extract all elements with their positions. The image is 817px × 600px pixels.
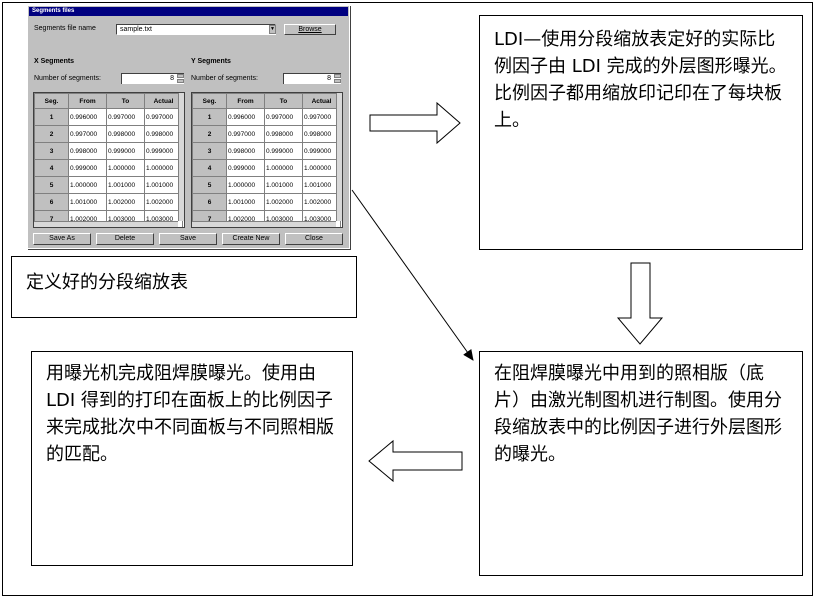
y-segments-stepper[interactable]: 8 [283,73,341,84]
y-segments-count: 8 [327,75,331,82]
x-header-from: From [68,93,107,109]
caption-box: 定义好的分段缩放表 [11,256,357,318]
soldermask-exposure-box: 用曝光机完成阻焊膜曝光。使用由 LDI 得到的打印在面板上的比例因子来完成批次中… [31,351,353,566]
save-button[interactable]: Save [159,233,217,245]
y-header-from: From [226,93,265,109]
caption-text: 定义好的分段缩放表 [26,272,188,293]
left-arrow-icon [368,439,463,483]
file-name-value: sample.txt [120,26,152,33]
x-cell: 1 [34,108,69,126]
phototool-plotting-box: 在阻焊膜曝光中用到的照相版（底片）由激光制图机进行制图。使用分段缩放表中的比例因… [479,351,803,576]
x-stepper-up-icon[interactable] [177,74,184,78]
y-num-segments-label: Number of segments: [191,75,258,82]
close-button[interactable]: Close [285,233,343,245]
x-cell: 3 [34,142,69,160]
dropdown-arrow-icon[interactable]: ▼ [269,25,276,34]
x-segments-title: X Segments [34,58,75,65]
phototool-plotting-text: 在阻焊膜曝光中用到的照相版（底片）由激光制图机进行制图。使用分段缩放表中的比例因… [494,363,782,465]
save-as-button[interactable]: Save As [33,233,91,245]
soldermask-exposure-text: 用曝光机完成阻焊膜曝光。使用由 LDI 得到的打印在面板上的比例因子来完成批次中… [46,363,334,465]
x-segments-count: 8 [170,75,174,82]
browse-button[interactable]: Browse [284,24,336,35]
y-stepper-up-icon[interactable] [334,74,341,78]
create-new-button[interactable]: Create New [222,233,280,245]
y-table-vscrollbar[interactable] [336,93,342,221]
x-stepper-down-icon[interactable] [177,79,184,83]
y-stepper-down-icon[interactable] [334,79,341,83]
x-table-hscrollbar[interactable] [34,221,178,227]
ldi-exposure-box: LDI—使用分段缩放表定好的实际比例因子由 LDI 完成的外层图形曝光。比例因子… [479,15,803,250]
connector-arrow [351,189,474,361]
y-cell: 3 [192,142,227,160]
x-table-vscrollbar[interactable] [178,93,184,221]
down-arrow-icon [616,262,664,345]
right-arrow-icon [369,101,461,145]
x-cell: 5 [34,176,69,194]
x-num-segments-label: Number of segments: [34,75,101,82]
segments-dialog: Segments files Segments file name sample… [27,5,350,249]
y-table-hscrollbar[interactable] [192,221,336,227]
delete-button[interactable]: Delete [96,233,154,245]
y-segments-title: Y Segments [191,58,231,65]
y-cell: 1 [192,108,227,126]
x-header-to: To [106,93,145,109]
x-cell: 6 [34,193,69,211]
ldi-exposure-text: LDI—使用分段缩放表定好的实际比例因子由 LDI 完成的外层图形曝光。比例因子… [494,29,787,131]
dialog-title: Segments files [29,7,348,16]
file-name-label: Segments file name [34,25,96,32]
x-segments-stepper[interactable]: 8 [121,73,184,84]
